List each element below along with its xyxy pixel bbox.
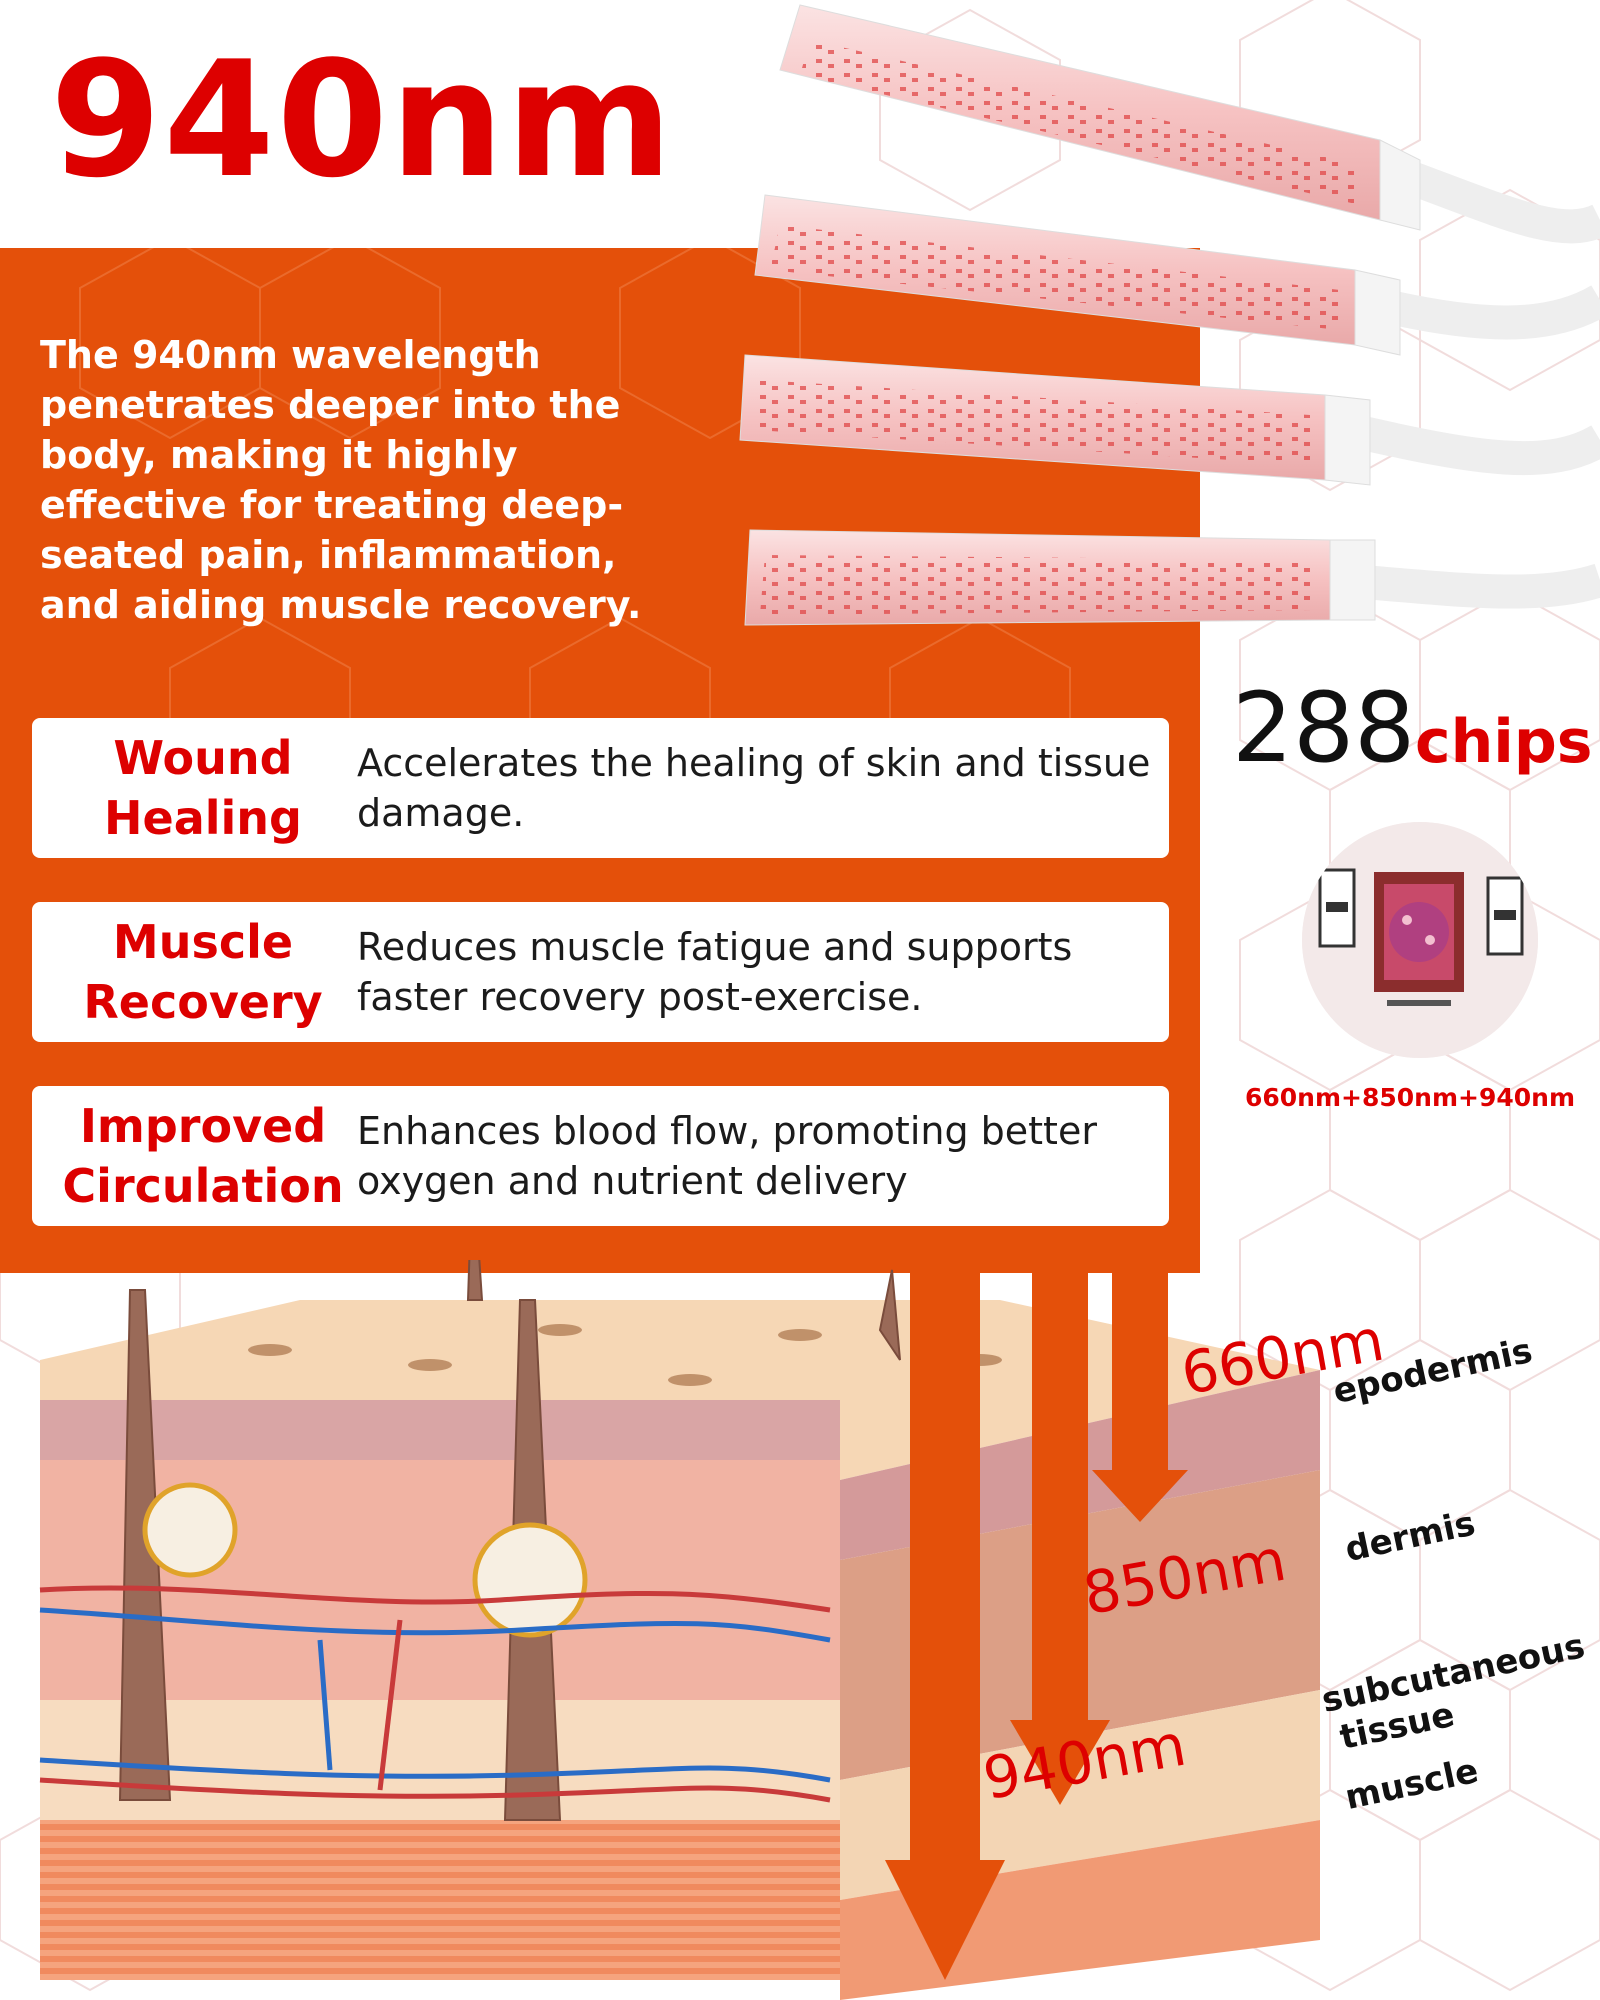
- led-chip-icon: [1302, 822, 1538, 1058]
- benefit-title-line1: Muscle: [112, 915, 294, 969]
- chips-label: chips: [1415, 707, 1593, 777]
- led-bar-1: [779, 4, 1421, 231]
- chips-count: 288: [1232, 672, 1416, 784]
- skin-layers-illustration: [39, 1260, 1320, 2000]
- led-light-bars-image: [739, 4, 1600, 626]
- benefit-description: Reduces muscle fatigue and supports fast…: [357, 925, 1073, 1019]
- benefit-title-line1: Wound: [113, 731, 293, 785]
- benefit-title-line2: Recovery: [83, 975, 323, 1029]
- led-bar-4: [744, 529, 1376, 626]
- intro-text: The 940nm wavelength penetrates deeper i…: [40, 333, 642, 627]
- led-chip-closeup-image: [1302, 822, 1538, 1058]
- benefit-description: Enhances blood flow, promoting better ox…: [357, 1109, 1097, 1203]
- wavelength-combination-label: 660nm+850nm+940nm: [1245, 1083, 1575, 1112]
- benefit-title-line1: Improved: [79, 1099, 327, 1153]
- led-bar-3: [739, 354, 1371, 486]
- benefit-title-line2: Circulation: [62, 1159, 344, 1213]
- page-title: 940nm: [50, 26, 675, 213]
- benefit-title-line2: Healing: [104, 791, 302, 845]
- led-bar-2: [754, 194, 1401, 356]
- benefit-description: Accelerates the healing of skin and tiss…: [357, 741, 1151, 835]
